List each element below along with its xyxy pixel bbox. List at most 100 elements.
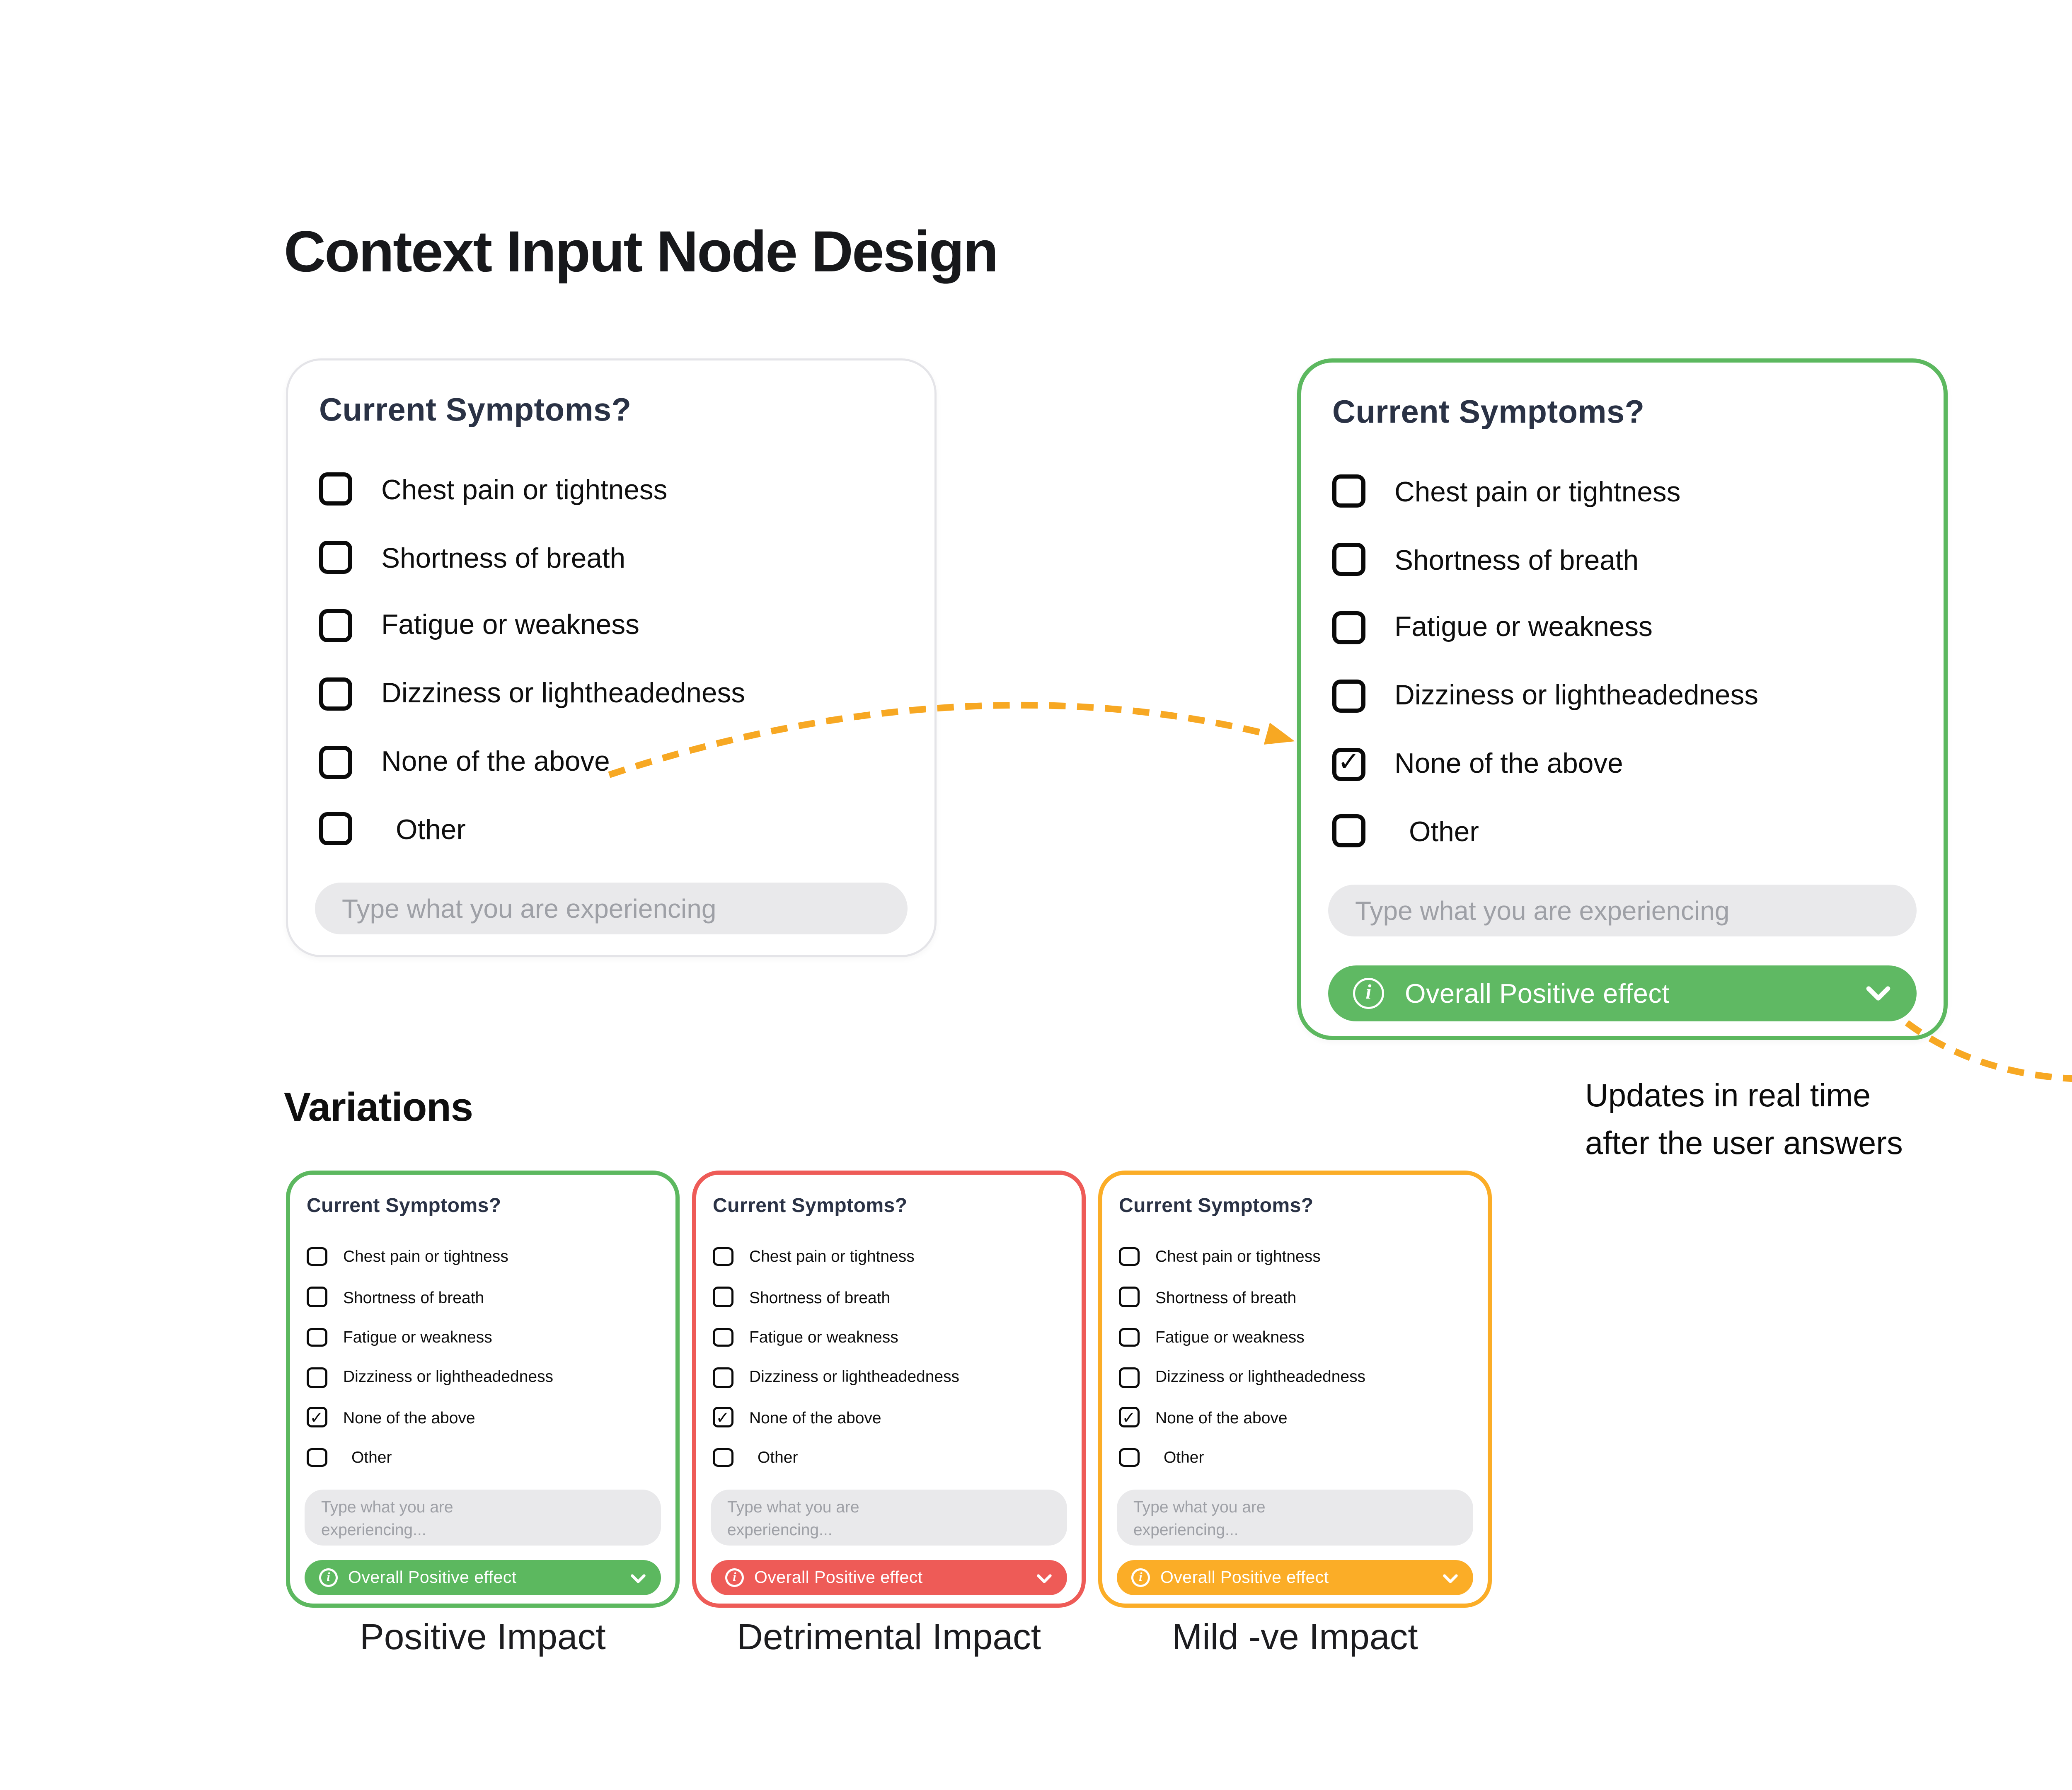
symptom-input[interactable]: Type what you are experiencing... xyxy=(1117,1490,1473,1546)
symptom-label: Shortness of breath xyxy=(1394,544,1639,576)
symptom-input[interactable]: Type what you are experiencing xyxy=(1328,884,1917,936)
symptom-label: Dizziness or lightheadedness xyxy=(749,1368,960,1387)
checkbox[interactable] xyxy=(319,677,352,710)
symptom-label: Other xyxy=(757,1448,798,1467)
checkbox[interactable] xyxy=(713,1287,733,1307)
chevron-down-icon[interactable] xyxy=(630,1572,646,1584)
chevron-down-icon[interactable] xyxy=(1865,984,1892,1002)
symptom-row: Dizziness or lightheadedness xyxy=(315,660,908,728)
symptom-row: Chest pain or tightness xyxy=(1328,458,1917,526)
symptom-row: Shortness of breath xyxy=(711,1277,1067,1317)
checkbox[interactable] xyxy=(307,1327,327,1347)
symptoms-card-answered: Current Symptoms? Chest pain or tightnes… xyxy=(1297,358,1948,1040)
checkbox[interactable] xyxy=(307,1448,327,1468)
checkbox[interactable] xyxy=(1332,543,1365,576)
info-icon: i xyxy=(725,1569,744,1588)
symptom-row: Fatigue or weakness xyxy=(1328,594,1917,662)
symptom-row: Chest pain or tightness xyxy=(315,456,908,524)
checkbox[interactable] xyxy=(1119,1448,1139,1468)
symptom-row: ✓ None of the above xyxy=(1117,1398,1473,1438)
symptom-row: Other xyxy=(315,796,908,864)
checkbox[interactable]: ✓ xyxy=(1119,1408,1139,1428)
symptom-row: Shortness of breath xyxy=(315,524,908,592)
variation-card-detrimental: Current Symptoms? Chest pain or tightnes… xyxy=(692,1171,1086,1608)
checkbox[interactable] xyxy=(1119,1287,1139,1307)
symptom-row: Other xyxy=(1117,1438,1473,1478)
symptom-label: Chest pain or tightness xyxy=(1394,476,1681,508)
checkbox[interactable] xyxy=(1119,1247,1139,1267)
symptom-label: None of the above xyxy=(1155,1408,1288,1427)
symptom-label: Shortness of breath xyxy=(1155,1287,1297,1306)
checkbox[interactable]: ✓ xyxy=(1332,747,1365,780)
symptom-label: Fatigue or weakness xyxy=(1394,612,1653,643)
variation-label-mild-negative: Mild -ve Impact xyxy=(1172,1616,1418,1657)
symptom-row: Fatigue or weakness xyxy=(305,1317,661,1357)
symptom-label: Other xyxy=(1409,816,1479,847)
chevron-down-icon[interactable] xyxy=(1442,1572,1459,1584)
checkbox[interactable] xyxy=(319,609,352,642)
checkbox[interactable] xyxy=(319,473,352,506)
checkbox[interactable] xyxy=(713,1247,733,1267)
checkbox[interactable] xyxy=(319,541,352,574)
checkbox[interactable] xyxy=(1332,815,1365,848)
symptom-label: None of the above xyxy=(343,1408,475,1427)
symptom-label: None of the above xyxy=(1394,748,1623,779)
checkbox[interactable] xyxy=(1332,475,1365,508)
symptom-row: Chest pain or tightness xyxy=(711,1237,1067,1277)
checkbox[interactable] xyxy=(713,1367,733,1388)
symptom-input[interactable]: Type what you are experiencing xyxy=(315,882,908,934)
checkbox[interactable] xyxy=(713,1327,733,1347)
variations-heading: Variations xyxy=(284,1086,473,1131)
overall-effect-button[interactable]: i Overall Positive effect xyxy=(711,1560,1067,1596)
chevron-down-icon[interactable] xyxy=(1036,1572,1053,1584)
symptom-input[interactable]: Type what you are experiencing... xyxy=(711,1490,1067,1546)
symptom-list: Chest pain or tightness Shortness of bre… xyxy=(305,1237,661,1478)
symptom-label: Fatigue or weakness xyxy=(343,1328,492,1347)
checkbox[interactable] xyxy=(713,1448,733,1468)
variation-card-mild-negative: Current Symptoms? Chest pain or tightnes… xyxy=(1098,1171,1492,1608)
symptom-row: Other xyxy=(305,1438,661,1478)
symptom-label: None of the above xyxy=(749,1408,881,1427)
symptom-label: Chest pain or tightness xyxy=(1155,1247,1321,1266)
overall-effect-button[interactable]: i Overall Positive effect xyxy=(1328,965,1917,1021)
symptom-input[interactable]: Type what you are experiencing... xyxy=(305,1490,661,1546)
symptom-label: Other xyxy=(1163,1448,1204,1467)
symptom-label: Shortness of breath xyxy=(343,1287,484,1306)
symptom-row: ✓ None of the above xyxy=(711,1398,1067,1438)
symptom-row: Shortness of breath xyxy=(305,1277,661,1317)
checkbox[interactable]: ✓ xyxy=(307,1408,327,1428)
effect-label: Overall Positive effect xyxy=(348,1569,517,1588)
checkbox[interactable] xyxy=(1332,611,1365,644)
info-icon: i xyxy=(319,1569,338,1588)
checkbox[interactable] xyxy=(319,813,352,846)
symptom-list: Chest pain or tightness Shortness of bre… xyxy=(711,1237,1067,1478)
realtime-note-line2: after the user answers xyxy=(1585,1127,1903,1162)
symptom-label: Chest pain or tightness xyxy=(749,1247,915,1266)
symptom-label: Other xyxy=(396,814,466,845)
symptom-row: None of the above xyxy=(315,728,908,796)
symptom-row: Dizziness or lightheadedness xyxy=(711,1357,1067,1398)
checkbox[interactable] xyxy=(1119,1327,1139,1347)
card-title: Current Symptoms? xyxy=(319,394,632,429)
variation-card-positive: Current Symptoms? Chest pain or tightnes… xyxy=(286,1171,680,1608)
checkbox[interactable] xyxy=(307,1367,327,1388)
checkbox[interactable] xyxy=(1119,1367,1139,1388)
overall-effect-button[interactable]: i Overall Positive effect xyxy=(305,1560,661,1596)
checkbox[interactable] xyxy=(307,1247,327,1267)
checkbox[interactable] xyxy=(319,745,352,778)
symptom-label: Chest pain or tightness xyxy=(381,474,668,506)
symptom-row: Fatigue or weakness xyxy=(1117,1317,1473,1357)
card-title: Current Symptoms? xyxy=(307,1195,501,1218)
symptom-row: Shortness of breath xyxy=(1328,526,1917,594)
symptom-label: Shortness of breath xyxy=(381,542,626,573)
symptom-row: Dizziness or lightheadedness xyxy=(1117,1357,1473,1398)
checkbox[interactable] xyxy=(307,1287,327,1307)
overall-effect-button[interactable]: i Overall Positive effect xyxy=(1117,1560,1473,1596)
symptom-row: Shortness of breath xyxy=(1117,1277,1473,1317)
checkbox[interactable]: ✓ xyxy=(713,1408,733,1428)
checkbox[interactable] xyxy=(1332,679,1365,712)
symptom-label: None of the above xyxy=(381,746,610,777)
symptom-row: Chest pain or tightness xyxy=(1117,1237,1473,1277)
card-title: Current Symptoms? xyxy=(1332,396,1645,431)
